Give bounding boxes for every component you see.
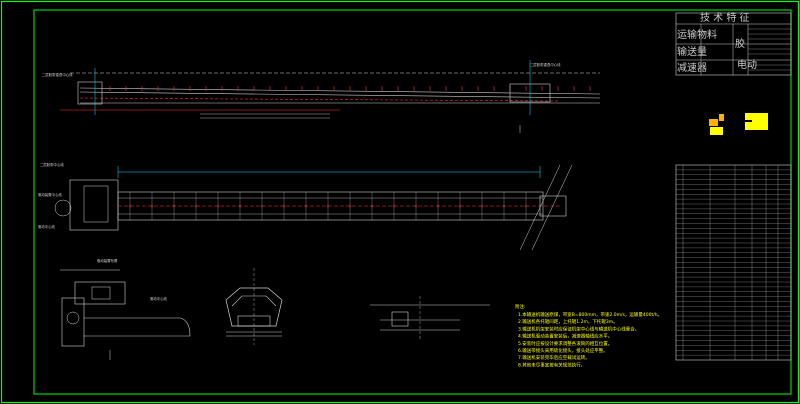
idler-point — [129, 205, 131, 207]
tech-row-3: 减速器 — [677, 62, 707, 74]
note-line: 5.安装时应按设计要求调整各滚筒的相互位置。 — [518, 340, 612, 347]
idler-point — [195, 205, 197, 207]
idler-point — [327, 205, 329, 207]
drive-detail: 驱动装置布置 驱动中心线 — [60, 258, 191, 360]
idler-point — [217, 205, 219, 207]
idler-point — [437, 205, 439, 207]
colored-marks — [709, 113, 768, 135]
idler-point — [239, 205, 241, 207]
note-line: 4.输送机驱动装置安装后，减速器轴线应水平。 — [518, 333, 612, 340]
plan-view: 二层胶带中心线 驱动装置中心线 驱动中心线 — [38, 162, 573, 251]
label-top-right: 二层胶带重叠中心线 — [530, 62, 561, 67]
note-line: 6.输送带接头采用硫化接头，接头处应平整。 — [518, 347, 608, 354]
notes-title: 附注: — [515, 303, 526, 310]
note-line: 7.输送机安装完毕后应空载试运转。 — [518, 354, 590, 361]
parts-list — [675, 164, 792, 361]
idler-point — [305, 205, 307, 207]
idler-point — [349, 205, 351, 207]
idler-point — [503, 205, 505, 207]
idler-point — [481, 205, 483, 207]
note-line: 8.其他未尽事宜按有关规范执行。 — [518, 361, 585, 368]
tech-table: 技 术 特 征 运输物料 输送量 减速器 胶 电动 — [675, 11, 792, 76]
tech-right-2: 电动 — [737, 58, 757, 71]
tech-title: 技 术 特 征 — [700, 11, 750, 24]
note-line: 2.输送机各托辊间距，上托辊1.2m，下托辊3m。 — [518, 318, 618, 325]
idler-point — [261, 205, 263, 207]
idler-point — [525, 205, 527, 207]
note-line: 1.本输送机输送原煤，带宽B=800mm，带速2.0m/s，运输量400t/h。 — [518, 311, 662, 318]
idler-section — [225, 268, 283, 345]
tech-right-1: 胶 — [735, 37, 745, 50]
idler-point — [173, 205, 175, 207]
idler-point — [393, 205, 395, 207]
label-plan-1: 二层胶带中心线 — [40, 162, 64, 167]
idler-point — [151, 205, 153, 207]
elevation-view: 二层胶带重叠中心线 二层胶带重叠中心线 — [42, 60, 601, 133]
idler-point — [371, 205, 373, 207]
label-plan-2: 驱动装置中心线 — [38, 192, 62, 197]
tail-detail — [370, 296, 490, 340]
notes-block: 附注: 1.本输送机输送原煤，带宽B=800mm，带速2.0m/s，运输量400… — [515, 303, 662, 368]
detail-title: 驱动装置布置 — [97, 258, 118, 263]
tech-row-2: 输送量 — [677, 45, 707, 58]
detail-label: 驱动中心线 — [150, 296, 168, 301]
tech-row-1: 运输物料 — [677, 28, 717, 41]
label-top-left: 二层胶带重叠中心线 — [42, 72, 73, 77]
idler-point — [415, 205, 417, 207]
note-line: 3.输送机机架安装时应保证机架中心线与输送机中心线重合。 — [518, 325, 639, 332]
idler-point — [459, 205, 461, 207]
idler-point — [283, 205, 285, 207]
label-plan-3: 驱动中心线 — [38, 224, 56, 229]
